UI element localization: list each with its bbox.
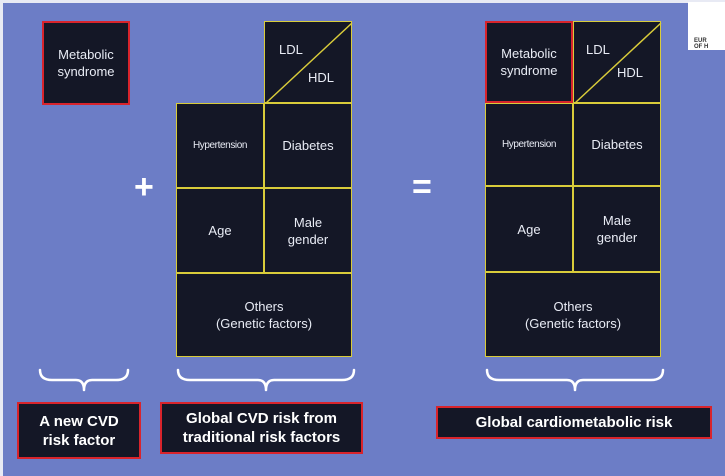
metabolic-syndrome-box: Metabolic syndrome [42, 21, 130, 105]
metabolic-syndrome-text: Metabolic syndrome [57, 47, 115, 79]
right-brace [485, 368, 665, 392]
right-diabetes-box: Diabetes [573, 103, 661, 186]
right-ldl-hdl-divider [574, 22, 662, 104]
right-hypertension-text: Hypertension [501, 139, 557, 150]
right-age-text: Age [517, 221, 541, 237]
hypertension-text: Hypertension [192, 140, 248, 151]
right-ldl-hdl-box: LDL HDL [573, 21, 662, 104]
right-metabolic-syndrome-box: Metabolic syndrome [485, 21, 573, 103]
ldl-hdl-divider [265, 22, 353, 104]
right-diabetes-text: Diabetes [591, 137, 643, 152]
left-brace [38, 368, 130, 392]
global-cvd-risk-label: Global CVD risk from traditional risk fa… [160, 402, 363, 454]
right-hdl-text: HDL [617, 65, 644, 80]
society-logo: EUR OF H [688, 2, 725, 50]
new-cvd-factor-label: A new CVD risk factor [17, 402, 141, 459]
ldl-hdl-box: LDL HDL [264, 21, 353, 104]
age-box: Age [176, 188, 264, 273]
new-cvd-factor-text: A new CVD risk factor [39, 412, 119, 449]
right-others-box: Others (Genetic factors) [485, 272, 661, 357]
diabetes-box: Diabetes [264, 103, 352, 188]
right-male-gender-text: Male gender [596, 213, 638, 245]
right-age-box: Age [485, 186, 573, 272]
global-cardiometabolic-label: Global cardiometabolic risk [436, 406, 712, 439]
hypertension-box: Hypertension [176, 103, 264, 188]
right-ldl-text: LDL [586, 42, 610, 57]
global-cvd-risk-text: Global CVD risk from traditional risk fa… [182, 410, 341, 446]
logo-line-2: OF H [694, 44, 709, 50]
others-box: Others (Genetic factors) [176, 273, 352, 357]
male-gender-text: Male gender [287, 214, 329, 247]
hdl-text: HDL [308, 70, 335, 85]
equals-sign: = [412, 168, 432, 206]
plus-sign: + [134, 168, 154, 206]
age-text: Age [208, 223, 232, 238]
logo-line-1: EUR [694, 38, 707, 44]
ldl-text: LDL [279, 42, 303, 57]
right-metabolic-syndrome-text: Metabolic syndrome [500, 46, 558, 78]
right-hypertension-box: Hypertension [485, 103, 573, 186]
right-male-gender-box: Male gender [573, 186, 661, 272]
right-others-text: Others (Genetic factors) [524, 298, 622, 331]
diabetes-text: Diabetes [282, 138, 334, 153]
global-cardiometabolic-text: Global cardiometabolic risk [475, 414, 673, 431]
male-gender-box: Male gender [264, 188, 352, 273]
middle-brace [176, 368, 356, 392]
others-text: Others (Genetic factors) [215, 299, 313, 331]
